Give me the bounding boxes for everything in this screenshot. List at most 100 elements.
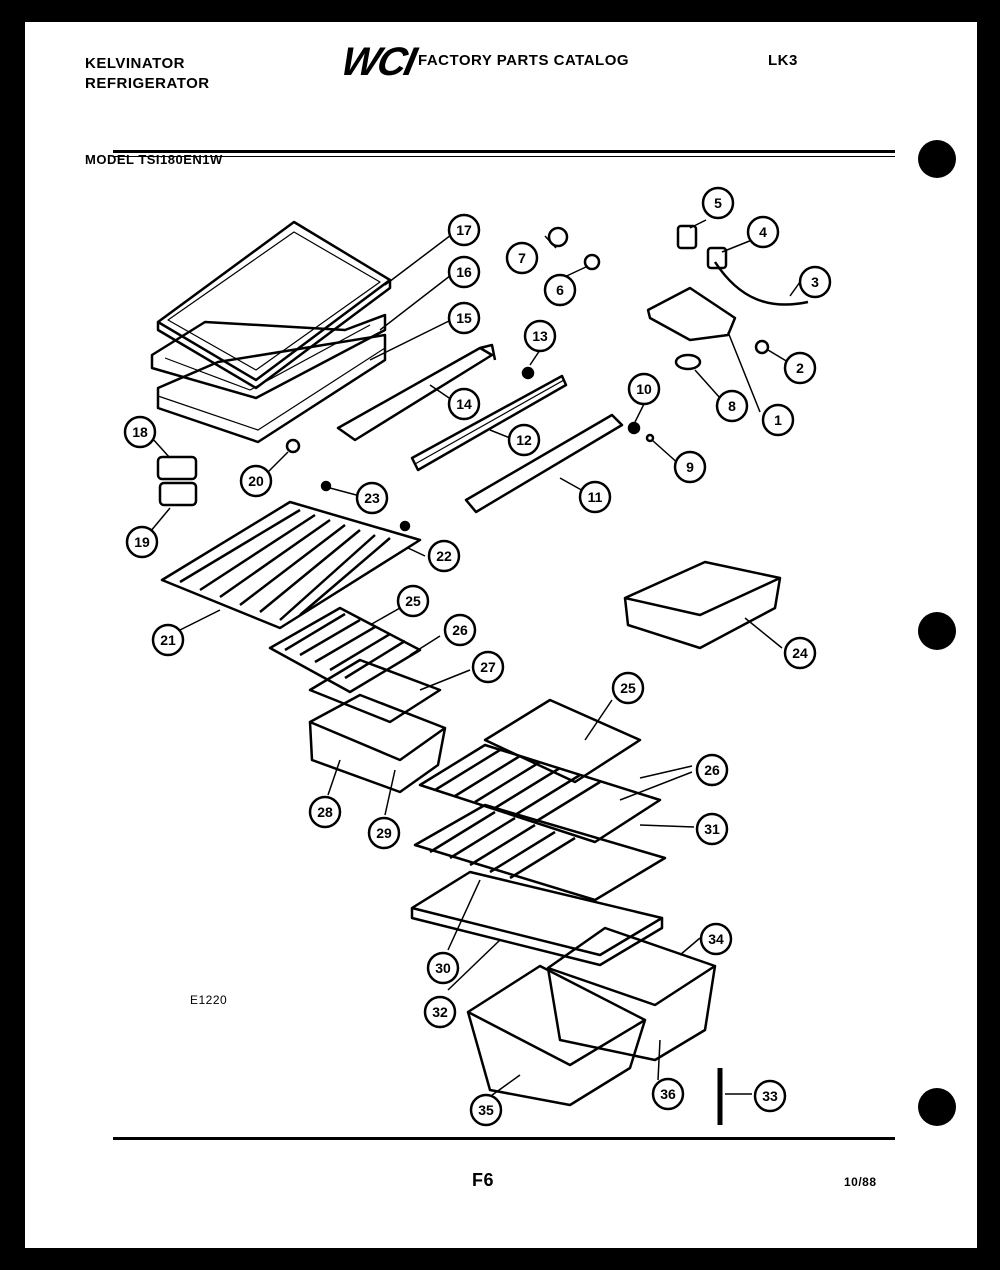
callout-circle [695,753,729,787]
callout-label: 8 [728,398,736,414]
callout-circle [239,464,273,498]
callout-circle [783,636,817,670]
callout-circle [471,650,505,684]
callout-group: 1234567891011121314151617181920212223242… [123,186,832,1127]
callout-circle [396,584,430,618]
brand-name: KELVINATOR [85,55,186,72]
callout-circle [699,922,733,956]
callout-label: 31 [704,821,720,837]
callout-24: 24 [783,636,817,670]
binder-hole [918,1088,956,1126]
callout-27: 27 [471,650,505,684]
callout-30: 30 [426,951,460,985]
callout-circle [447,387,481,421]
callout-circle [695,812,729,846]
part-25-26-lower-shelves [418,698,662,844]
callout-35: 35 [469,1093,503,1127]
callout-circle [123,415,157,449]
part-11-shelf-rail [464,413,624,514]
callout-label: 21 [160,632,176,648]
callout-circle [523,319,557,353]
callout-circle [746,215,780,249]
callout-label: 10 [636,381,652,397]
callout-circle [701,186,735,220]
callout-label: 19 [134,534,150,550]
callout-25: 25 [611,671,645,705]
catalog-title: FACTORY PARTS CATALOG [418,52,630,69]
callout-14: 14 [447,387,481,421]
part-18-19-hinge [156,455,198,507]
callout-label: 17 [456,222,472,238]
product-type: REFRIGERATOR [85,75,210,92]
part-17-crisper-cover [156,220,392,390]
callout-17: 17 [447,213,481,247]
callout-label: 16 [456,264,472,280]
callout-label: 26 [704,762,720,778]
callout-circle [447,301,481,335]
callout-label: 25 [405,593,421,609]
callout-label: 29 [376,825,392,841]
callout-label: 28 [317,804,333,820]
callout-label: 1 [774,412,782,428]
callout-label: 15 [456,310,472,326]
callout-label: 36 [660,1086,676,1102]
model-number: MODEL TSI180EN1W [85,152,223,167]
binder-hole [918,612,956,650]
callout-label: 11 [588,489,603,505]
callout-16: 16 [447,255,481,289]
part-28-29-pan [308,693,447,794]
callout-23: 23 [355,481,389,515]
callout-circle [308,795,342,829]
part-9-screw [645,433,655,443]
callout-circle [578,480,612,514]
callout-circle [505,241,539,275]
callout-label: 3 [811,274,819,290]
callout-32: 32 [423,995,457,1029]
callout-label: 33 [762,1088,778,1104]
callout-circle [355,481,389,515]
part-35-crisper [466,964,647,1107]
callout-label: 22 [436,548,452,564]
callout-label: 4 [759,224,767,240]
callout-label: 32 [432,1004,448,1020]
header-rule [113,150,895,153]
part-14-shelf-support [336,343,497,442]
callout-15: 15 [447,301,481,335]
callout-label: 6 [556,282,564,298]
callout-11: 11 [578,480,612,514]
callout-label: 18 [132,424,148,440]
callout-label: 9 [686,459,694,475]
part-12-shelf-rail [410,374,568,472]
callout-label: 14 [456,396,472,412]
leader-lines [149,219,801,1099]
drawing-number: E1220 [190,993,228,1007]
footer-rule [113,1137,895,1140]
callout-28: 28 [308,795,342,829]
callout-label: 34 [708,931,724,947]
callout-circle [443,613,477,647]
callout-circle [426,951,460,985]
callout-circle [423,995,457,1029]
callout-label: 27 [480,659,496,675]
callout-circle [673,450,707,484]
callout-label: 7 [518,250,526,266]
callout-circle [427,539,461,573]
catalog-page [25,22,977,1248]
revision-date: 10/88 [844,1175,877,1189]
callout-34: 34 [699,922,733,956]
callout-label: 25 [620,680,636,696]
page-number: F6 [472,1170,495,1190]
callout-circle [543,273,577,307]
callout-19: 19 [125,525,159,559]
part-23-bushing-2 [399,520,411,532]
callout-label: 35 [478,1102,494,1118]
callout-label: 24 [792,645,808,661]
callout-circle [151,623,185,657]
document-number: LK3 [768,52,798,69]
callout-label: 26 [452,622,468,638]
callout-21: 21 [151,623,185,657]
callout-label: 20 [248,473,264,489]
part-32-crisper-cover [410,870,664,967]
callout-33: 33 [753,1079,787,1113]
callout-2: 2 [783,351,817,385]
